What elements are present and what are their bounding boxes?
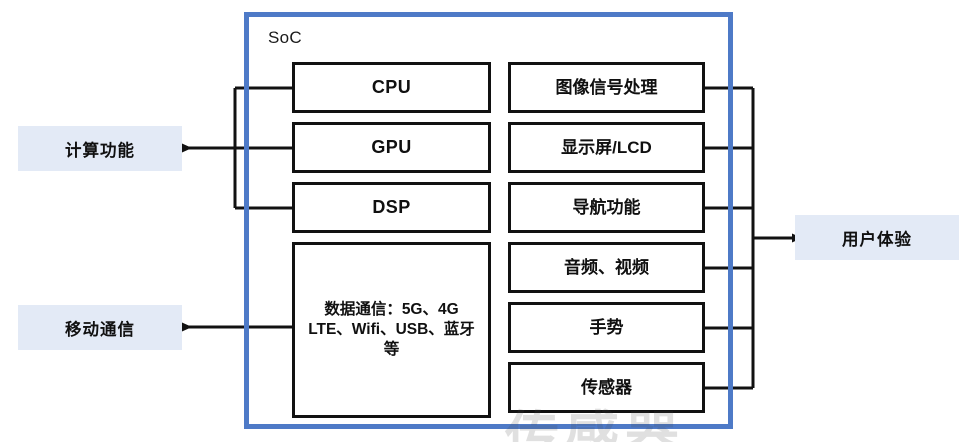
block-gesture[interactable]: 手势 — [508, 302, 705, 353]
watermark: 传感器 — [505, 407, 685, 442]
soc-label: SoC — [268, 28, 302, 47]
chip-compute-function[interactable]: 计算功能 — [18, 126, 182, 171]
block-dsp[interactable]: DSP — [292, 182, 491, 233]
chip-user-experience[interactable]: 用户体验 — [795, 215, 959, 260]
block-sensor[interactable]: 传感器 — [508, 362, 705, 413]
block-gpu[interactable]: GPU — [292, 122, 491, 173]
block-data-communication[interactable]: 数据通信：5G、4G LTE、Wifi、USB、蓝牙等 — [292, 242, 491, 418]
chip-mobile-communication[interactable]: 移动通信 — [18, 305, 182, 350]
block-image-signal-processing[interactable]: 图像信号处理 — [508, 62, 705, 113]
block-audio-video[interactable]: 音频、视频 — [508, 242, 705, 293]
block-navigation[interactable]: 导航功能 — [508, 182, 705, 233]
soc-container — [244, 12, 733, 429]
block-display-lcd[interactable]: 显示屏/LCD — [508, 122, 705, 173]
block-cpu[interactable]: CPU — [292, 62, 491, 113]
